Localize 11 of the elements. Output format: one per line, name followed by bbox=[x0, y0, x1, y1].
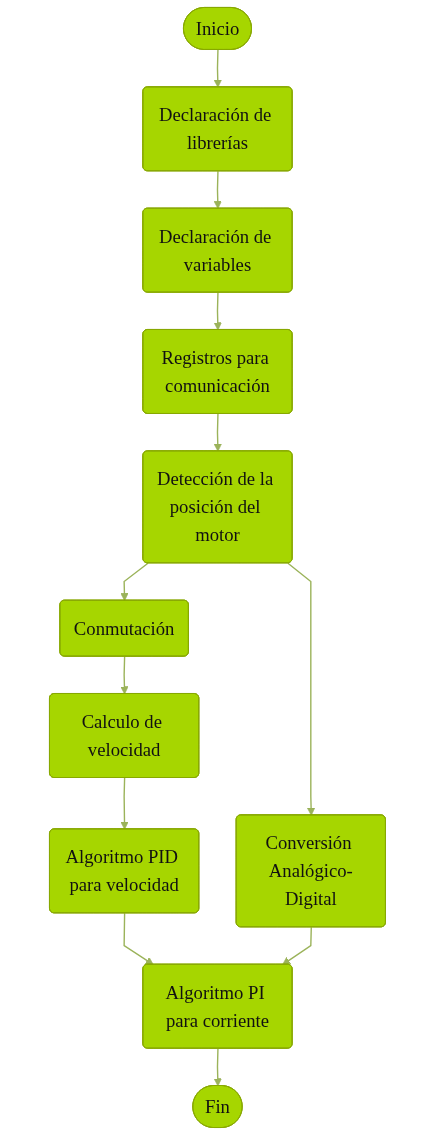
arrow bbox=[286, 562, 315, 816]
arrow bbox=[281, 926, 312, 965]
arrow bbox=[119, 562, 149, 601]
arrow bbox=[122, 912, 154, 965]
arrow bbox=[213, 413, 222, 452]
arrow bbox=[213, 291, 222, 331]
arrow bbox=[213, 1047, 222, 1087]
arrow bbox=[213, 49, 222, 88]
arrow bbox=[213, 170, 222, 209]
arrow bbox=[119, 777, 129, 830]
arrow bbox=[119, 655, 129, 695]
